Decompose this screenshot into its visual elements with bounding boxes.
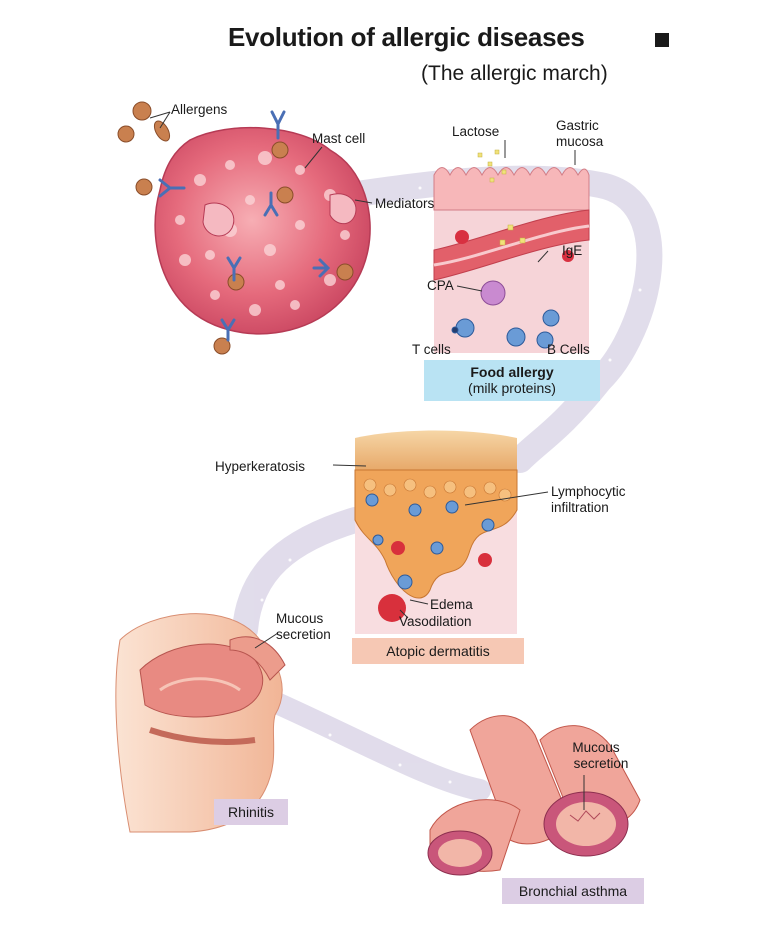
- label-ige: IgE: [562, 243, 583, 258]
- label-lymphocytic-2: infiltration: [551, 500, 609, 515]
- page-subtitle: (The allergic march): [421, 62, 608, 85]
- bronchial-asthma-box: Bronchial asthma: [502, 878, 644, 904]
- label-lactose: Lactose: [452, 124, 500, 139]
- label-t-cells: T cells: [412, 342, 451, 357]
- mast-cell-illustration: [154, 126, 371, 335]
- ige-antibodies: [158, 110, 331, 342]
- allergen-particles: [117, 101, 354, 355]
- gastric-mucosa-panel: [433, 149, 590, 353]
- label-mucous-bronch-2: secretion: [573, 756, 629, 771]
- label-mast-cell: Mast cell: [312, 131, 366, 146]
- label-mucous-bronch-1: Mucous: [572, 740, 620, 755]
- food-allergy-title: Food allergy: [470, 364, 554, 380]
- label-cpa: CPA: [427, 278, 454, 293]
- title-square-icon: [655, 33, 669, 47]
- skin-panel: [354, 430, 518, 634]
- atopic-dermatitis-box: Atopic dermatitis: [352, 638, 524, 664]
- leader-lines: [149, 111, 585, 810]
- bronchi-illustration: [427, 715, 641, 876]
- food-allergy-subtitle: (milk proteins): [468, 380, 556, 396]
- label-hyperkeratosis: Hyperkeratosis: [215, 459, 306, 474]
- label-lymphocytic-1: Lymphocytic: [551, 484, 626, 499]
- label-mucous-nose-2: secretion: [276, 627, 331, 642]
- label-gastric-2: mucosa: [556, 134, 604, 149]
- food-allergy-box: Food allergy (milk proteins): [424, 360, 600, 401]
- label-b-cells: B Cells: [547, 342, 590, 357]
- rhinitis-box: Rhinitis: [214, 799, 288, 825]
- label-vasodilation: Vasodilation: [399, 614, 472, 629]
- label-edema: Edema: [430, 597, 473, 612]
- label-gastric-1: Gastric: [556, 118, 599, 133]
- page-title: Evolution of allergic diseases: [228, 22, 585, 52]
- label-mediators: Mediators: [375, 196, 435, 211]
- head-illustration: [115, 613, 286, 833]
- label-allergens: Allergens: [171, 102, 228, 117]
- label-mucous-nose-1: Mucous: [276, 611, 324, 626]
